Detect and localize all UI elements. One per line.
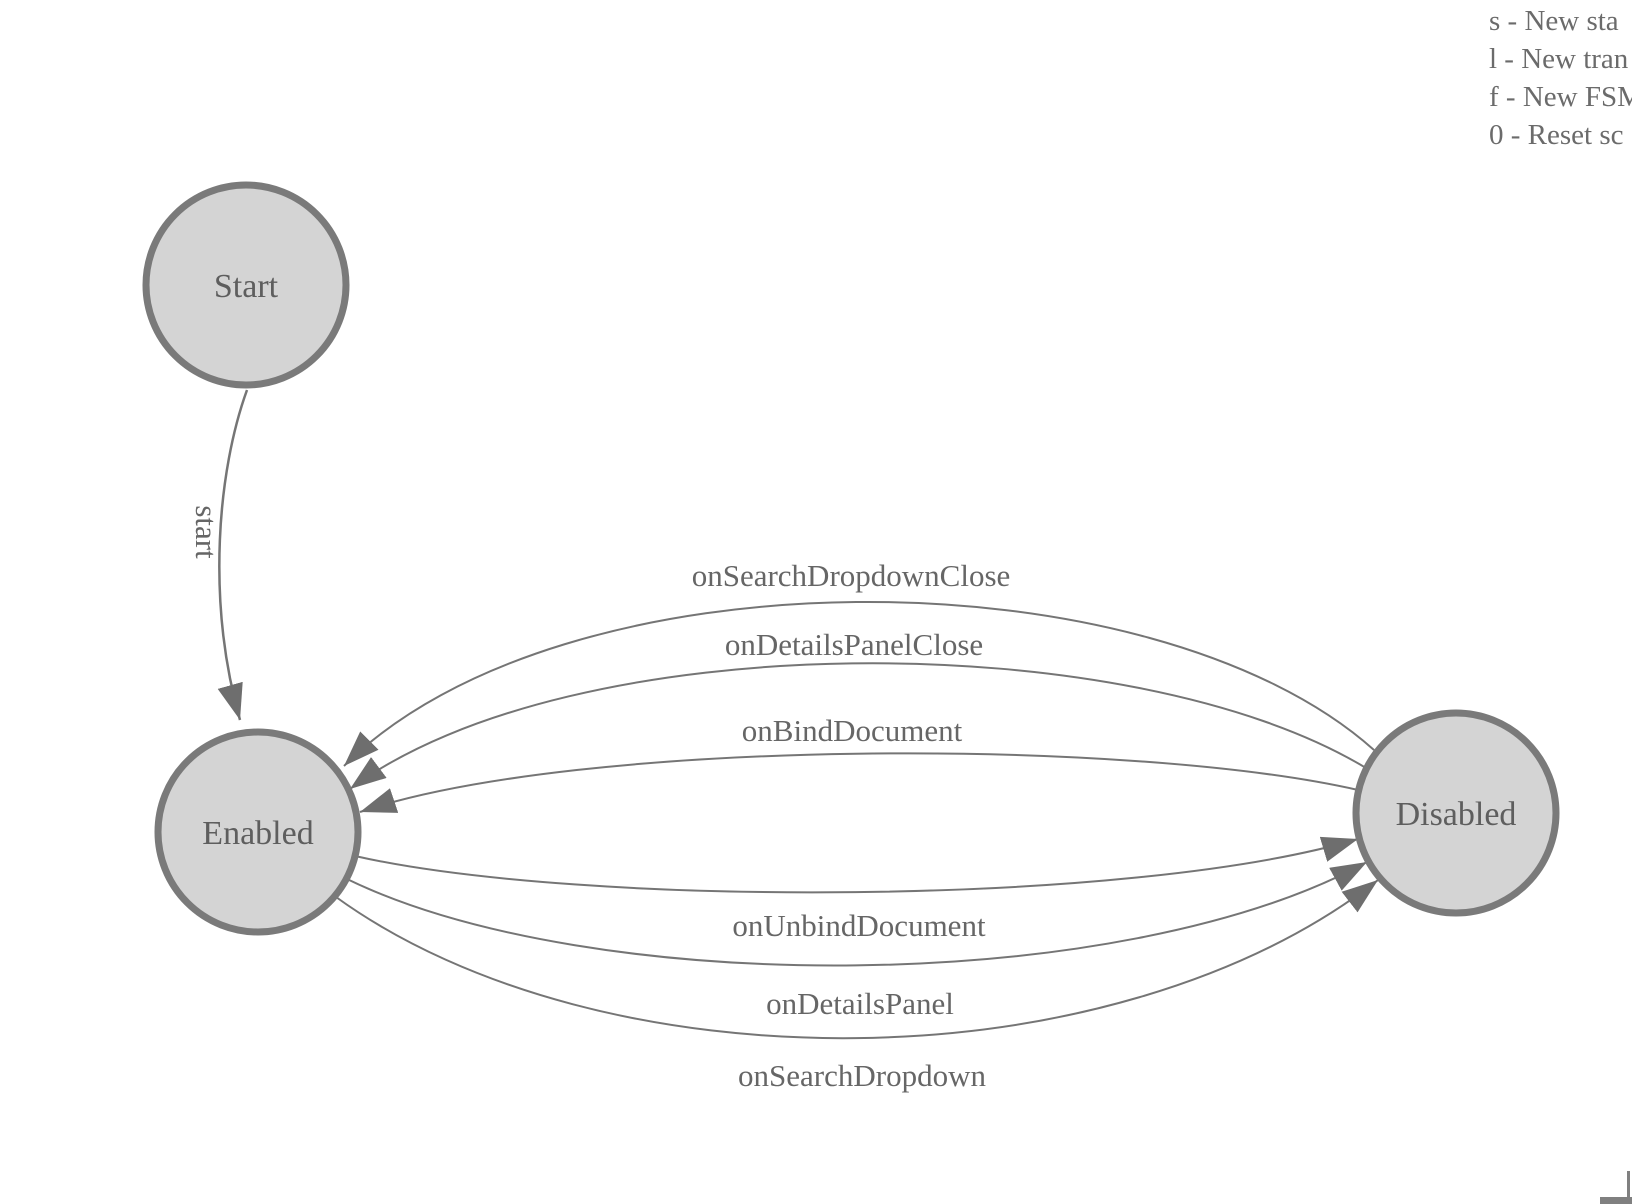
edge-start-label: start	[189, 505, 224, 559]
legend-line-new-fsm: f - New FSM	[1489, 81, 1632, 113]
state-start-label: Start	[214, 268, 279, 305]
edge-on-bind-document-path[interactable]	[359, 752, 1359, 813]
shortcut-legend: s - New sta l - New tran f - New FSM 0 -…	[1489, 2, 1632, 154]
state-enabled-circle[interactable]	[154, 728, 362, 936]
edge-on-details-panel-close-path[interactable]	[349, 662, 1367, 790]
edge-on-bind-document-label: onBindDocument	[742, 713, 963, 748]
state-enabled-label: Enabled	[202, 815, 313, 852]
edge-on-details-panel-label: onDetailsPanel	[766, 986, 954, 1021]
state-enabled[interactable]: Enabled	[154, 728, 362, 936]
edge-on-details-panel: onDetailsPanel	[346, 861, 1368, 1021]
edge-on-search-dropdown-path[interactable]	[335, 879, 1379, 1040]
edge-start: start	[189, 389, 249, 721]
paper-corner-handle	[1600, 1171, 1632, 1204]
legend-line-new-transition: l - New tran	[1489, 43, 1629, 75]
state-start[interactable]: Start	[142, 181, 350, 389]
paper-corner-handle-vertical	[1627, 1171, 1630, 1204]
edge-on-search-dropdown-close-label: onSearchDropdownClose	[692, 558, 1011, 593]
edge-on-search-dropdown: onSearchDropdown	[335, 879, 1379, 1093]
state-disabled-label: Disabled	[1396, 796, 1517, 833]
edge-on-bind-document: onBindDocument	[359, 713, 1359, 813]
edge-on-search-dropdown-close: onSearchDropdownClose	[343, 558, 1375, 767]
state-disabled-circle[interactable]	[1352, 709, 1560, 917]
state-disabled[interactable]: Disabled	[1352, 709, 1560, 917]
paper-corner-handle-horizontal	[1600, 1197, 1632, 1204]
edge-on-details-panel-path[interactable]	[346, 861, 1368, 967]
legend-line-new-state: s - New sta	[1489, 5, 1619, 37]
edge-on-search-dropdown-close-path[interactable]	[343, 600, 1375, 767]
edge-on-search-dropdown-label: onSearchDropdown	[738, 1058, 986, 1093]
edge-on-unbind-document-label: onUnbindDocument	[732, 908, 986, 943]
edge-on-unbind-document: onUnbindDocument	[354, 836, 1359, 943]
legend-line-reset-scale: 0 - Reset sc	[1489, 119, 1624, 151]
edge-on-unbind-document-path[interactable]	[354, 836, 1359, 894]
edge-start-path[interactable]	[217, 389, 249, 721]
state-start-circle[interactable]	[142, 181, 350, 389]
edge-on-details-panel-close: onDetailsPanelClose	[349, 627, 1367, 790]
edge-on-details-panel-close-label: onDetailsPanelClose	[725, 627, 983, 662]
